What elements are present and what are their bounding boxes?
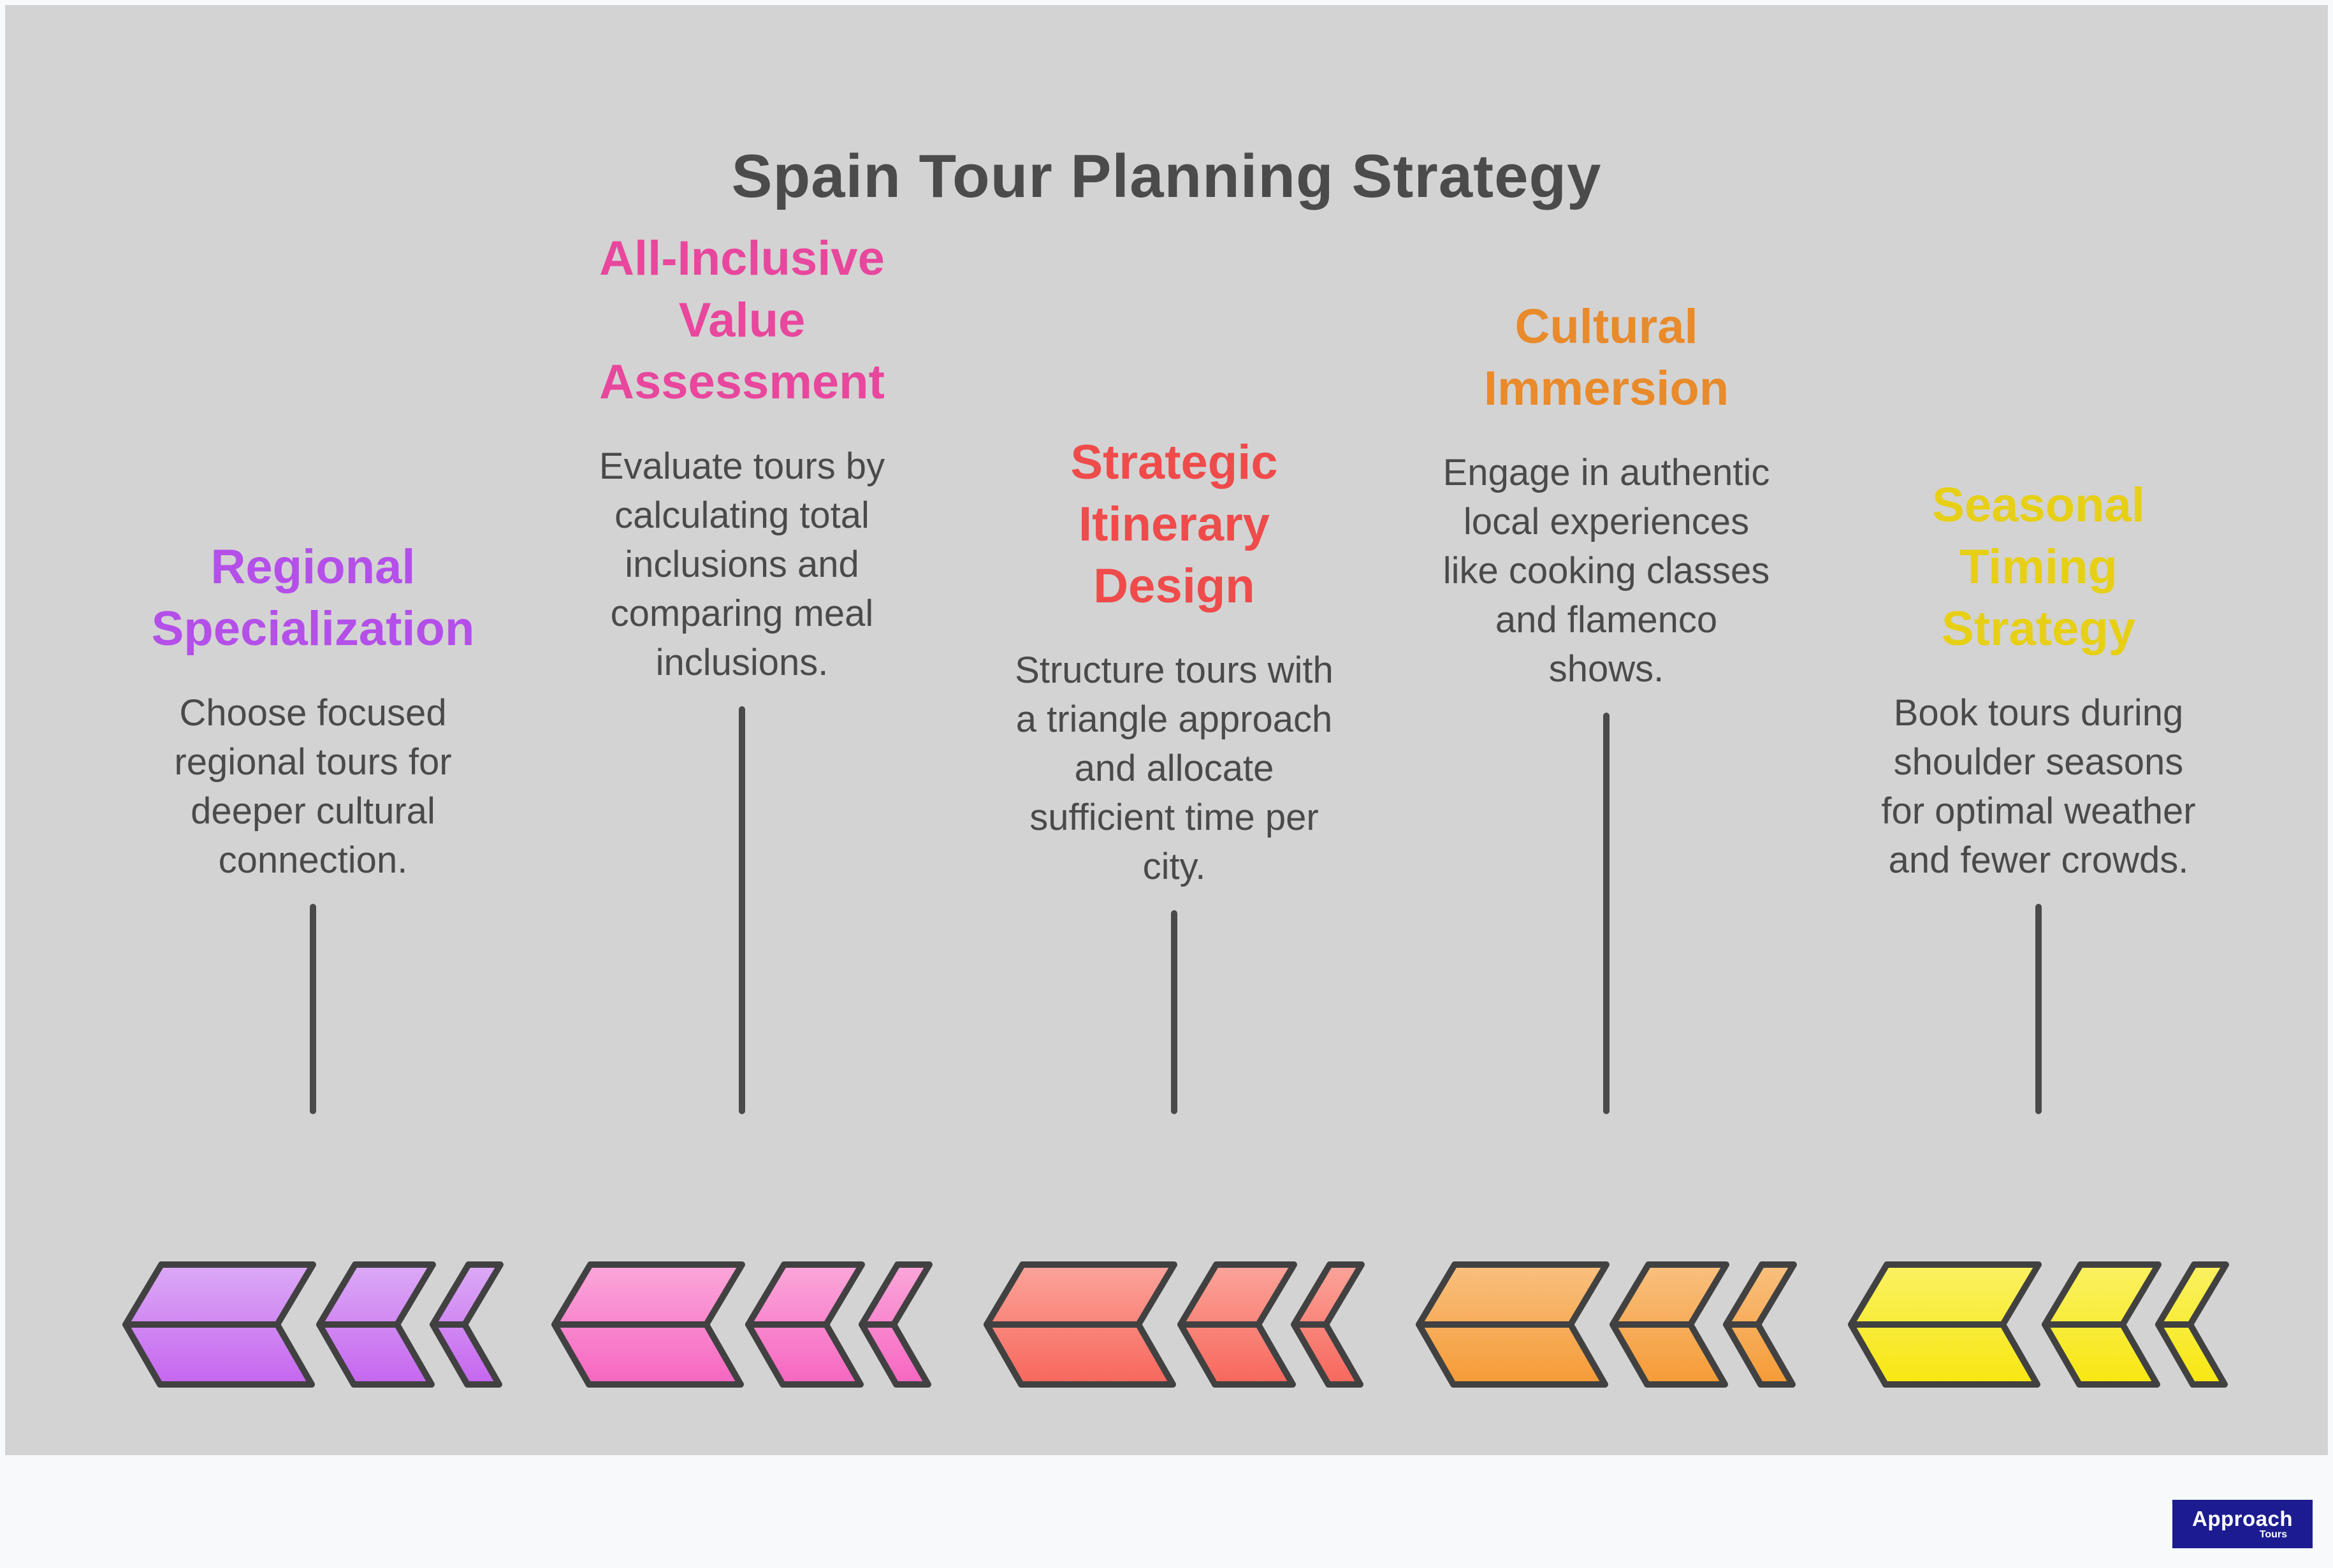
page-title: Spain Tour Planning Strategy [731,142,1602,210]
column-description: Evaluate tours by calculating total incl… [599,446,885,683]
infographic-canvas: Spain Tour Planning Strategy Regional Sp… [5,5,2328,1455]
chevron-arrows-icon [122,1261,504,1388]
chevron-arrows-icon [1416,1261,1797,1388]
chevron-arrows-icon [1848,1261,2229,1388]
logo-brand-text: Approach [2191,1507,2293,1530]
connector-line [1603,713,1610,1114]
column-description: Choose focused regional tours for deeper… [174,692,452,881]
approach-tours-logo: Approach Tours [2172,1500,2313,1548]
strategy-column-5: Seasonal Timing Strategy Book tours duri… [1828,474,2249,1114]
column-heading: All-Inclusive Value Assessment [599,231,885,409]
column-heading: Cultural Immersion [1483,300,1729,416]
connector-line [739,706,745,1114]
strategy-column-3: Strategic Itinerary Design Structure tou… [964,432,1385,1114]
strategy-column-2: All-Inclusive Value Assessment Evaluate … [532,228,952,1114]
connector-line [310,904,316,1114]
chevron-arrows-icon [551,1261,933,1388]
column-heading: Strategic Itinerary Design [1070,435,1278,613]
column-heading: Seasonal Timing Strategy [1932,478,2145,656]
column-heading: Regional Specialization [151,540,475,656]
column-description: Book tours during shoulder seasons for o… [1881,692,2196,881]
strategy-column-4: Cultural Immersion Engage in authentic l… [1396,296,1817,1114]
connector-line [1171,910,1177,1114]
connector-line [2035,904,2042,1114]
chevron-arrows-icon [984,1261,1365,1388]
column-description: Structure tours with a triangle approach… [1015,650,1334,887]
column-description: Engage in authentic local experiences li… [1443,452,1770,690]
strategy-column-1: Regional Specialization Choose focused r… [103,536,523,1114]
logo-sub-text: Tours [2259,1529,2287,1540]
